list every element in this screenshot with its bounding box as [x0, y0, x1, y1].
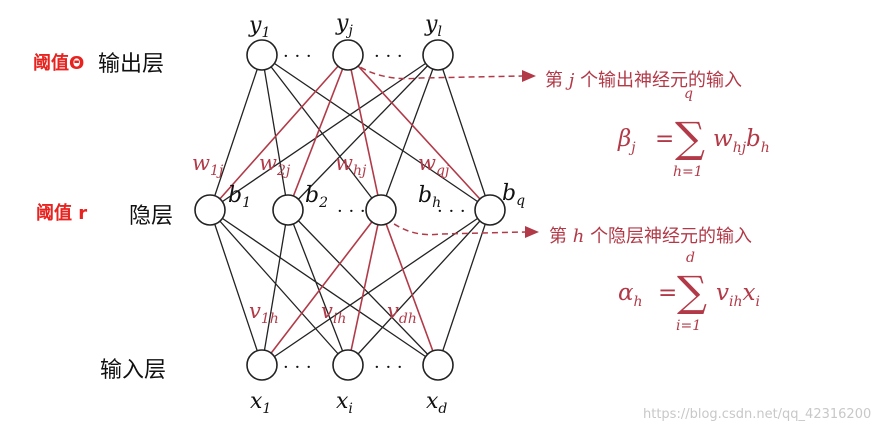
- output-node-1: [246, 39, 278, 71]
- weights-v: v1h vih vdh: [249, 299, 417, 327]
- dashed-arrows: [351, 61, 526, 236]
- svg-text:∑: ∑: [677, 267, 707, 316]
- svg-text:vdh: vdh: [387, 299, 417, 327]
- svg-text:yj: yj: [335, 11, 353, 39]
- svg-text:whj: whj: [335, 151, 367, 179]
- input-node-d: [422, 349, 454, 381]
- output-arrow-line: [351, 61, 523, 80]
- output-node-j: [332, 39, 364, 71]
- nodes: [194, 39, 506, 381]
- input-layer-label: 输入层: [100, 358, 167, 383]
- red-edges: [209, 54, 491, 366]
- svg-text:x1: x1: [250, 389, 271, 417]
- svg-text:y1: y1: [248, 13, 270, 41]
- hidden-node-1: [194, 194, 226, 226]
- input-ellipsis-1: · · ·: [283, 357, 312, 378]
- svg-text:b1: b1: [228, 183, 251, 211]
- svg-text:=: =: [658, 280, 677, 306]
- hidden-ellipsis-2: · · ·: [437, 201, 466, 222]
- input-ellipsis-2: · · ·: [374, 357, 403, 378]
- hidden-ellipsis-1: · · ·: [337, 201, 366, 222]
- input-node-i: [332, 349, 364, 381]
- hidden-arrow-head: [525, 226, 539, 238]
- svg-text:=: =: [655, 126, 674, 152]
- hidden-node-2: [272, 194, 304, 226]
- svg-text:i=1: i=1: [676, 318, 701, 334]
- formula-alpha: αh = d ∑ i=1 vihxi: [618, 250, 760, 334]
- svg-text:∑: ∑: [675, 113, 705, 162]
- output-node-labels: y1 yj yl: [248, 11, 442, 41]
- output-arrow-head: [522, 70, 536, 82]
- svg-text:xi: xi: [336, 389, 353, 417]
- svg-text:h=1: h=1: [673, 164, 703, 180]
- hidden-node-labels: b1 b2 bh bq: [228, 181, 525, 211]
- hidden-annotation-text: 第 h 个隐层神经元的输入: [549, 226, 753, 247]
- hidden-layer-label: 隐层: [129, 204, 174, 229]
- hidden-arrow-line: [385, 217, 526, 236]
- svg-text:d: d: [686, 250, 695, 266]
- svg-text:w1j: w1j: [192, 151, 224, 179]
- svg-text:b2: b2: [305, 183, 328, 211]
- svg-text:v1h: v1h: [249, 299, 279, 327]
- input-node-labels: x1 xi xd: [250, 389, 447, 417]
- formula-beta: βj = q ∑ h=1 whjbh: [617, 86, 770, 180]
- svg-text:q: q: [684, 86, 693, 102]
- black-edges: [209, 54, 491, 366]
- svg-text:whjbh: whjbh: [713, 126, 770, 156]
- ellipses: · · · · · · · · · · · · · · ·: [283, 46, 403, 378]
- hidden-node-q: [474, 194, 506, 226]
- watermark: https://blog.csdn.net/qq_42316200: [643, 407, 872, 422]
- svg-text:w2j: w2j: [259, 151, 291, 179]
- output-node-l: [422, 39, 454, 71]
- svg-text:yl: yl: [424, 12, 442, 40]
- svg-text:βj: βj: [617, 126, 636, 156]
- hidden-threshold-label: 阈值 r: [36, 203, 88, 224]
- output-threshold-label: 阈值Θ: [33, 53, 85, 74]
- svg-text:wqj: wqj: [418, 151, 450, 179]
- output-layer-label: 输出层: [98, 52, 165, 77]
- output-annotation-text: 第 j 个输出神经元的输入: [545, 70, 743, 91]
- svg-text:αh: αh: [618, 280, 643, 310]
- svg-text:vih: vih: [321, 299, 346, 327]
- svg-text:xd: xd: [426, 389, 447, 417]
- hidden-node-h: [365, 194, 397, 226]
- svg-text:vihxi: vihxi: [716, 280, 760, 310]
- svg-text:bh: bh: [418, 183, 441, 211]
- output-ellipsis-2: · · ·: [374, 46, 403, 67]
- input-node-1: [246, 349, 278, 381]
- weights-w: w1j w2j whj wqj: [192, 151, 450, 179]
- svg-text:bq: bq: [502, 181, 525, 209]
- output-ellipsis-1: · · ·: [283, 46, 312, 67]
